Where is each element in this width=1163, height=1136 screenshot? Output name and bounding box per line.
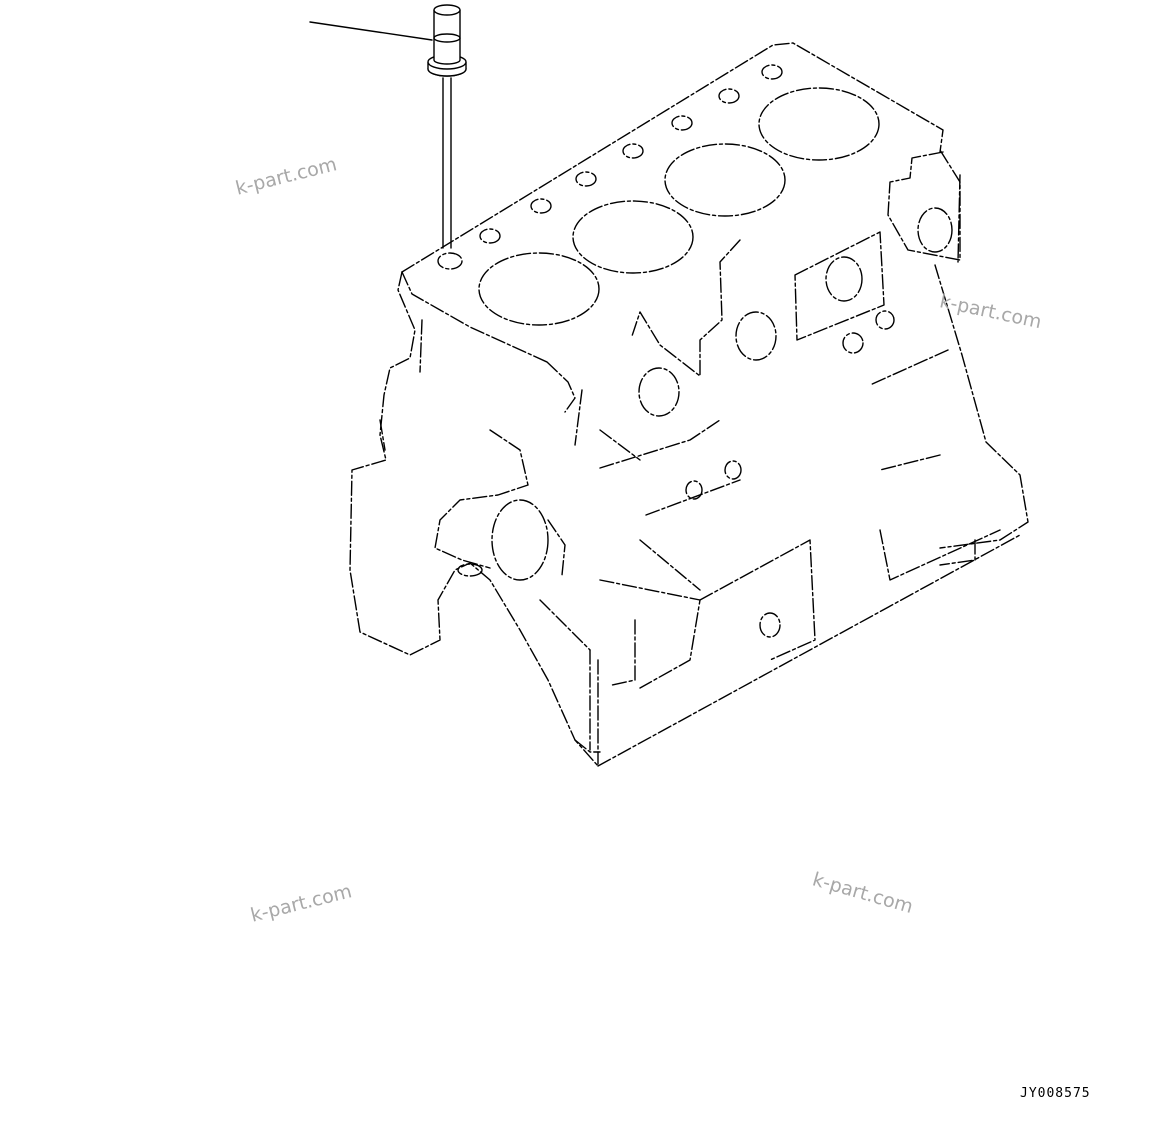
bolt-part[interactable] — [427, 4, 467, 77]
engine-block — [349, 42, 1029, 767]
drawing-reference-number: JY008575 — [1020, 1086, 1091, 1101]
callout-leader-line — [309, 21, 433, 41]
bolt-centerline — [442, 77, 452, 249]
